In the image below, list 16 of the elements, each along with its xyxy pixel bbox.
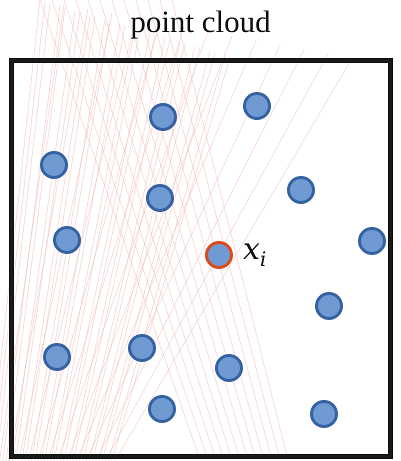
data-point [358,227,386,255]
data-point [148,395,176,423]
panel-title: point cloud [130,3,271,41]
data-point [310,400,338,428]
data-point [146,184,174,212]
data-point [315,292,343,320]
highlighted-point [205,241,233,269]
data-point [43,343,71,371]
data-point [53,226,81,254]
data-point [40,151,68,179]
data-point [243,92,271,120]
point-label: x$_{i}$ [243,233,266,273]
data-point [215,354,243,382]
data-point [287,176,315,204]
data-point [128,334,156,362]
data-point [149,103,177,131]
